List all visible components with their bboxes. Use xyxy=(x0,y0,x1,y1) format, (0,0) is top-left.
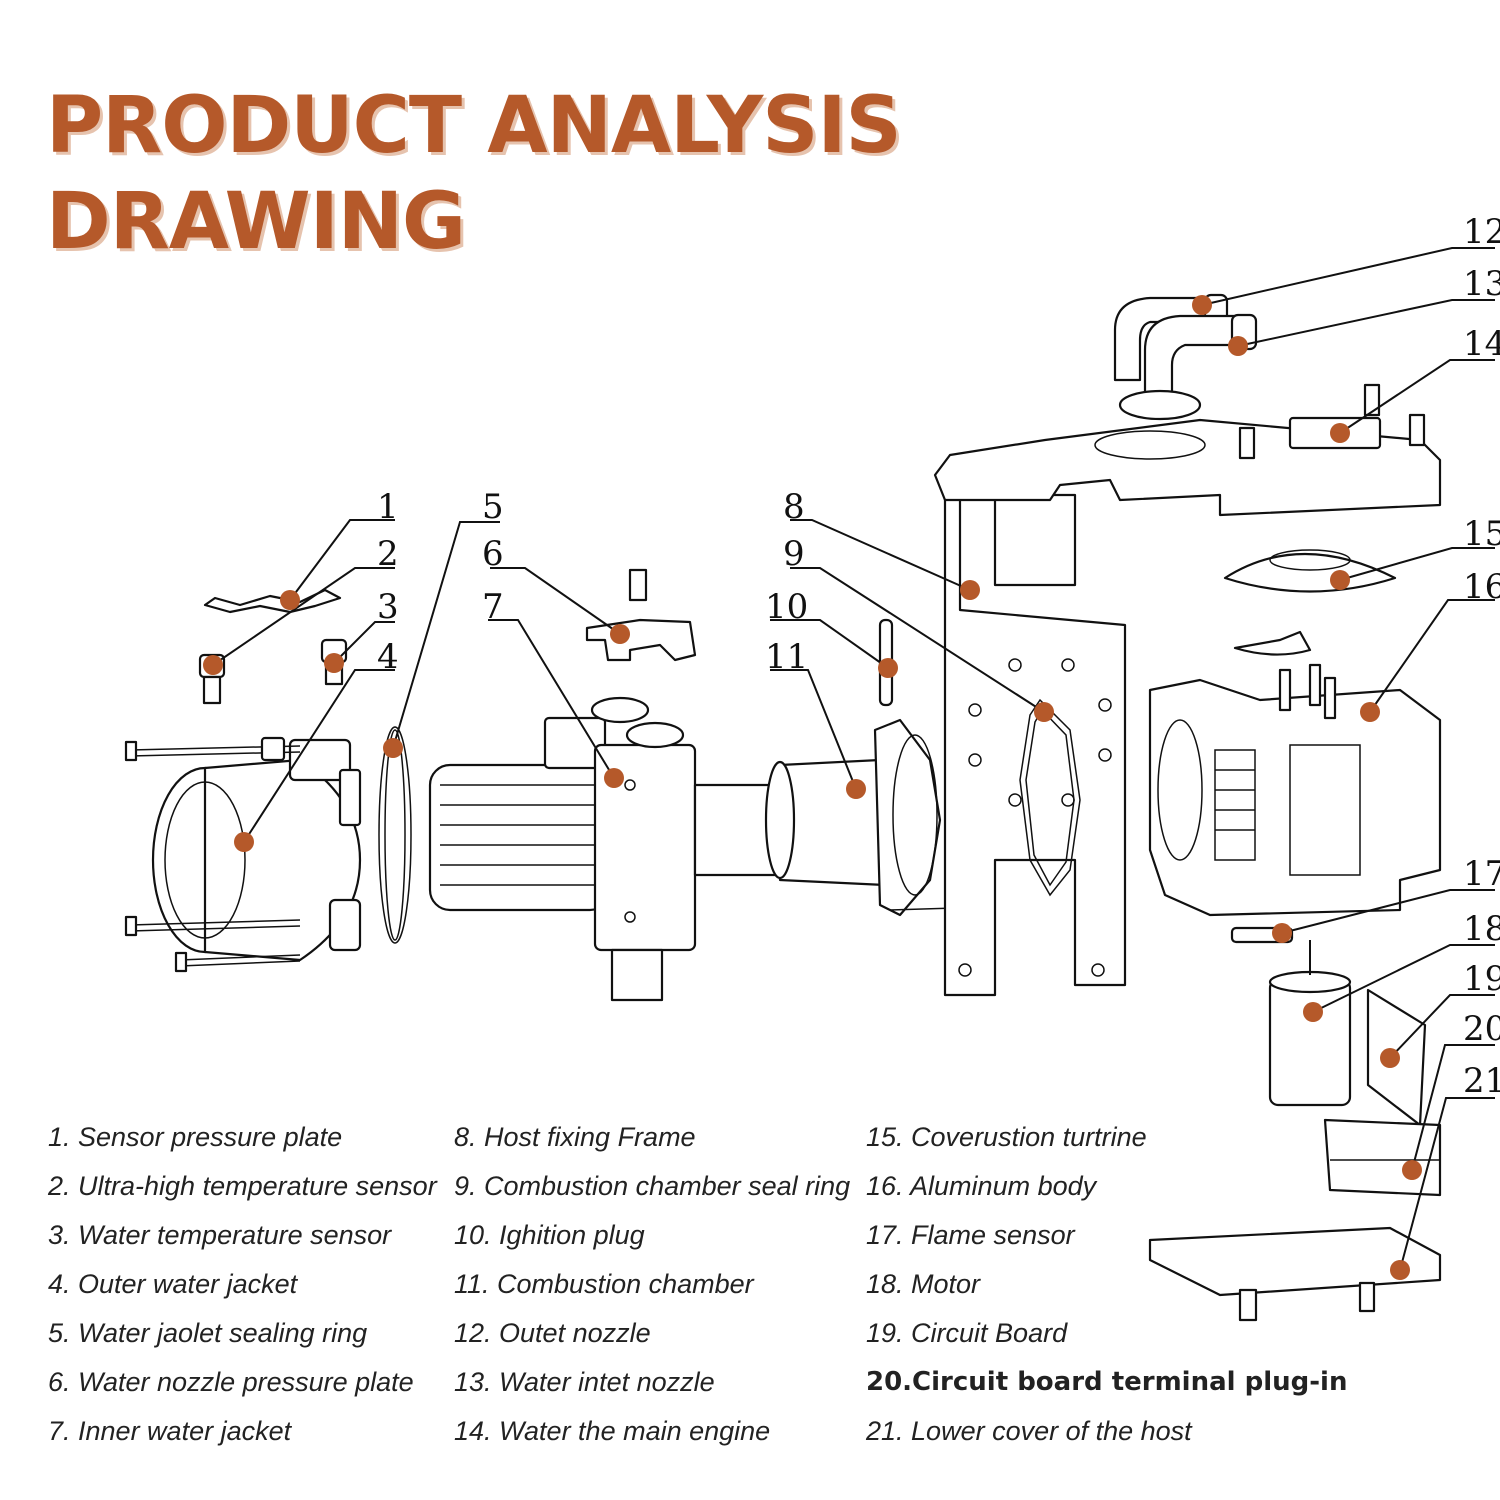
legend-item: 8. Host fixing Frame xyxy=(454,1122,696,1152)
title-line-2: DRAWING xyxy=(46,177,466,267)
callout-16: 16 xyxy=(1463,567,1500,607)
motor-part xyxy=(1268,940,1352,1107)
callout-numbers: 1 2 3 4 5 6 7 8 9 10 11 12 13 14 15 16 1… xyxy=(377,212,1500,1101)
callout-5: 5 xyxy=(482,487,504,527)
legend-item: 17. Flame sensor xyxy=(866,1220,1075,1250)
water-jacket-sealing-ring-part xyxy=(384,729,406,941)
callout-6: 6 xyxy=(482,534,504,574)
legend-column-3: 15. Coverustion turtrine 16. Aluminum bo… xyxy=(866,1113,1347,1456)
title-line-1: PRODUCT ANALYSIS xyxy=(46,81,902,171)
callout-10: 10 xyxy=(765,587,808,627)
callout-8: 8 xyxy=(783,487,805,527)
callout-3: 3 xyxy=(377,587,399,627)
combustion-chamber-part xyxy=(764,718,961,980)
callout-4: 4 xyxy=(377,637,399,677)
legend-item: 14. Water the main engine xyxy=(454,1416,771,1446)
lower-cover-part xyxy=(1148,1226,1442,1322)
callout-19: 19 xyxy=(1463,959,1500,999)
callout-9: 9 xyxy=(783,534,805,574)
legend-item: 10. Ighition plug xyxy=(454,1220,645,1250)
water-nozzle-pressure-plate-part xyxy=(585,568,697,662)
page-title: PRODUCT ANALYSIS DRAWING xyxy=(46,78,902,270)
callout-14: 14 xyxy=(1463,324,1500,364)
callout-15: 15 xyxy=(1463,514,1500,554)
callout-17: 17 xyxy=(1463,854,1500,894)
outer-water-jacket-part xyxy=(124,736,362,973)
legend-item: 1. Sensor pressure plate xyxy=(48,1122,343,1152)
callout-18: 18 xyxy=(1463,909,1500,949)
legend-item: 5. Water jaolet sealing ring xyxy=(48,1318,368,1348)
callout-1: 1 xyxy=(377,487,399,527)
inner-water-jacket-part xyxy=(428,696,782,1002)
callout-dots xyxy=(203,295,1422,1280)
sensor-pressure-plate-part xyxy=(203,588,342,614)
legend-item: 11. Combustion chamber xyxy=(454,1269,754,1299)
legend-item: 13. Water intet nozzle xyxy=(454,1367,715,1397)
combustion-turbine-part xyxy=(1223,549,1397,656)
callout-13: 13 xyxy=(1463,264,1500,304)
callout-11: 11 xyxy=(765,637,808,677)
legend-item: 20.Circuit board terminal plug-in xyxy=(866,1367,1348,1397)
legend-item: 12. Outet nozzle xyxy=(454,1318,651,1348)
legend-item: 19. Circuit Board xyxy=(866,1318,1068,1348)
callout-12: 12 xyxy=(1463,212,1500,252)
callout-21: 21 xyxy=(1463,1061,1500,1101)
legend-item: 2. Ultra-high temperature sensor xyxy=(48,1171,437,1201)
callout-2: 2 xyxy=(377,534,399,574)
legend-item: 4. Outer water jacket xyxy=(48,1269,298,1299)
legend-column-2: 8. Host fixing Frame 9. Combustion chamb… xyxy=(454,1113,850,1456)
legend-item: 7. Inner water jacket xyxy=(48,1416,292,1446)
legend-item: 16. Aluminum body xyxy=(866,1171,1097,1201)
legend-item: 21. Lower cover of the host xyxy=(866,1416,1192,1446)
aluminum-body-part xyxy=(1148,663,1442,917)
callout-20: 20 xyxy=(1463,1009,1500,1049)
combustion-chamber-seal-ring-part xyxy=(1019,698,1081,897)
leader-lines xyxy=(212,247,1495,1271)
host-fixing-frame-part xyxy=(943,478,1127,997)
legend-item: 3. Water temperature sensor xyxy=(48,1220,392,1250)
legend-column-1: 1. Sensor pressure plate 2. Ultra-high t… xyxy=(48,1113,437,1456)
legend-item: 9. Combustion chamber seal ring xyxy=(454,1171,851,1201)
legend-item: 15. Coverustion turtrine xyxy=(866,1122,1147,1152)
legend-item: 6. Water nozzle pressure plate xyxy=(48,1367,414,1397)
callout-7: 7 xyxy=(482,587,504,627)
legend-item: 18. Motor xyxy=(866,1269,981,1299)
